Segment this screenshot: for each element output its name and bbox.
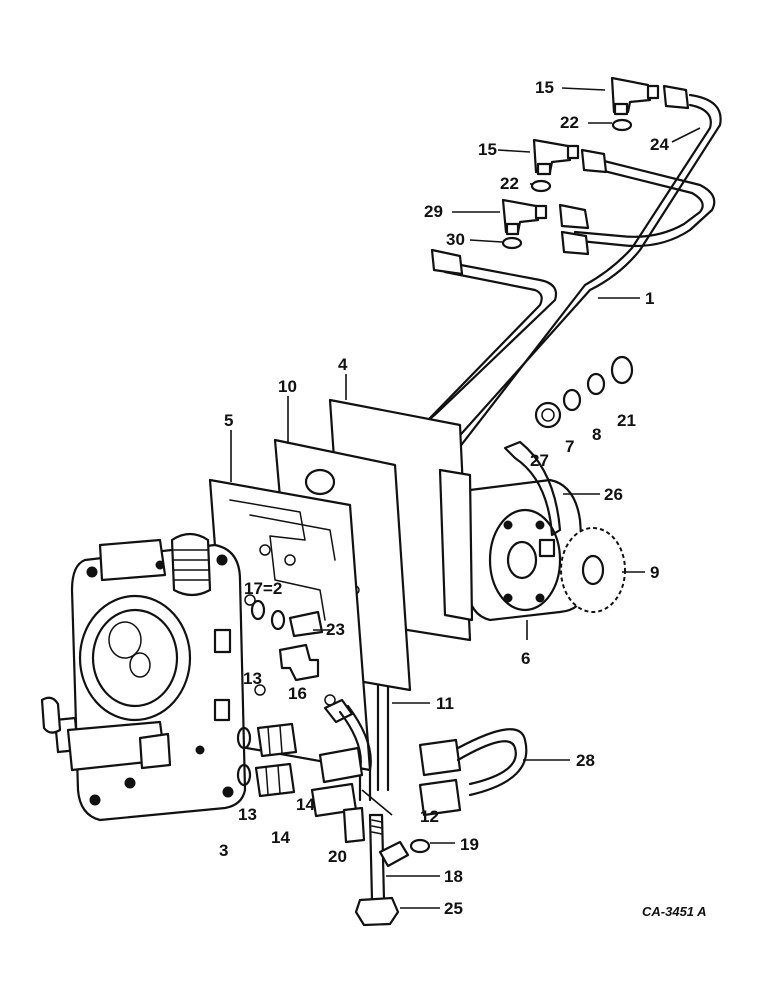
valve-body-3	[40, 532, 247, 822]
callout-13-upper: 13	[243, 669, 262, 688]
callout-22-top: 22	[560, 113, 579, 132]
callout-13-lower: 13	[238, 805, 257, 824]
tee-fitting-18	[368, 813, 410, 902]
callout-12: 12	[420, 807, 439, 826]
callout-30: 30	[446, 230, 465, 249]
callout-14-right: 14	[296, 795, 315, 814]
callout-20: 20	[328, 847, 347, 866]
callout-1: 1	[645, 289, 654, 308]
elbow-fitting-15-middle	[532, 138, 608, 176]
callout-18: 18	[444, 867, 463, 886]
callout-16: 16	[288, 684, 307, 703]
elbow-16	[278, 643, 320, 682]
fitting-12-upper	[318, 746, 364, 784]
callout-6: 6	[521, 649, 530, 668]
elbow-fitting-29	[501, 198, 590, 256]
drive-gear-9	[560, 527, 626, 613]
o-ring-22-top	[611, 118, 633, 132]
fitting-14-upper	[256, 722, 298, 758]
o-ring-17	[250, 599, 266, 621]
tube-nut-1	[430, 248, 464, 276]
callout-3: 3	[219, 841, 228, 860]
fitting-14-lower	[254, 762, 296, 798]
callout-17-2: 17=2	[244, 579, 282, 598]
seals-group	[534, 355, 634, 429]
callout-26: 26	[604, 485, 623, 504]
callout-11: 11	[436, 694, 454, 713]
o-ring-13-lower	[236, 763, 252, 787]
callout-15-middle: 15	[478, 140, 497, 159]
reference-code: CA-3451 A	[642, 904, 707, 919]
tube-11-nut	[323, 698, 354, 724]
callout-15-top: 15	[535, 78, 554, 97]
hose-28	[418, 728, 528, 817]
callout-4: 4	[338, 355, 348, 374]
bracket-26	[503, 440, 562, 537]
nut-25	[354, 896, 400, 927]
callout-23: 23	[326, 620, 345, 639]
callout-8: 8	[592, 425, 601, 444]
o-ring-22-middle	[530, 179, 552, 193]
callout-24: 24	[650, 135, 669, 154]
callout-14-left: 14	[271, 828, 290, 847]
elbow-fitting-15-top	[610, 76, 690, 116]
callout-21: 21	[617, 411, 636, 430]
callout-28: 28	[576, 751, 595, 770]
callout-10: 10	[278, 377, 297, 396]
o-ring-13-upper	[236, 726, 252, 750]
callout-29: 29	[424, 202, 443, 221]
callout-7: 7	[565, 437, 574, 456]
o-ring-30	[501, 236, 523, 250]
callout-19: 19	[460, 835, 479, 854]
callout-25: 25	[444, 899, 463, 918]
o-ring-19	[409, 838, 431, 854]
callout-5: 5	[224, 411, 233, 430]
callout-27: 27	[530, 451, 549, 470]
fitting-20	[342, 806, 366, 844]
callout-22-middle: 22	[500, 174, 519, 193]
callout-9: 9	[650, 563, 659, 582]
leader-lines	[230, 87, 701, 909]
